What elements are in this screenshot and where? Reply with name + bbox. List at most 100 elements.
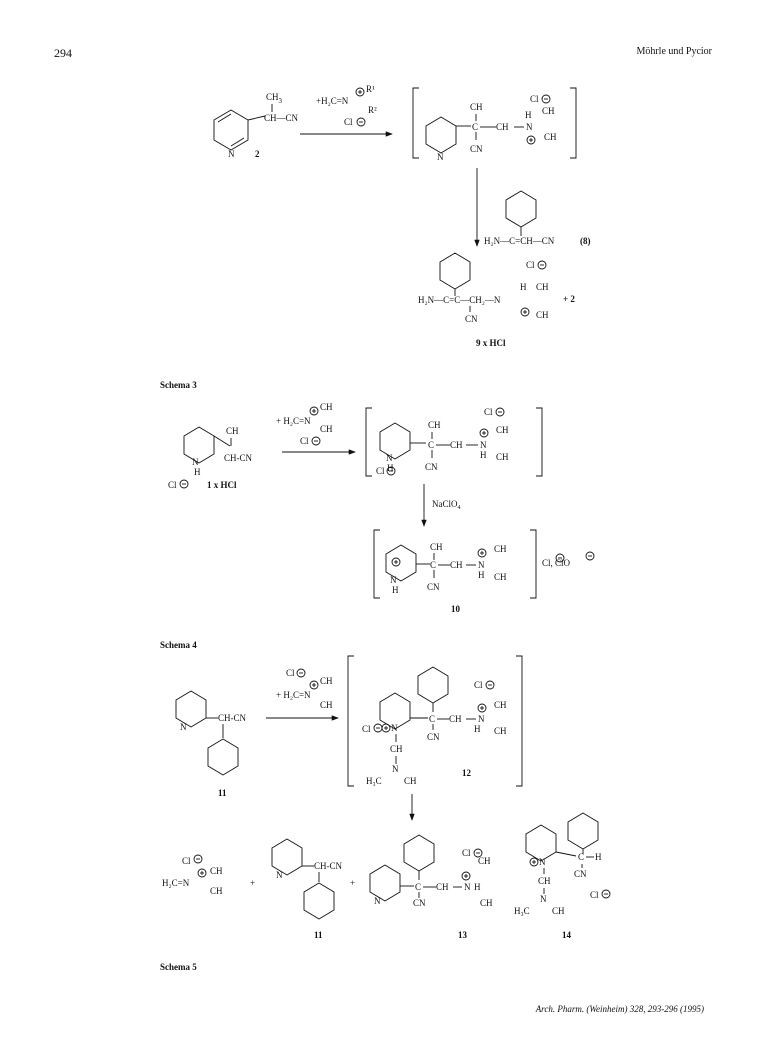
- ch2-label: CH: [449, 714, 462, 724]
- quaternary-c: C: [430, 560, 436, 570]
- methine-c: C: [578, 852, 584, 862]
- ammonium-n: N: [478, 560, 485, 570]
- page-number: 294: [54, 46, 72, 60]
- h3c-label: H₃C: [366, 776, 382, 786]
- ch2-label: CH: [496, 122, 509, 132]
- chloride-label: Cl: [484, 407, 493, 417]
- compound-13-label: 13: [458, 930, 468, 940]
- compound-14-label: 14: [562, 930, 572, 940]
- ch3-label: CH: [428, 420, 441, 430]
- compound-11-label: 11: [218, 788, 227, 798]
- ch3-label: CH3: [266, 92, 283, 105]
- h-label: H: [480, 450, 487, 460]
- pyridine-n: N: [374, 896, 381, 906]
- ch3-label: CH: [494, 700, 507, 710]
- nh-label: H: [392, 585, 399, 595]
- chloride-label: Cl: [300, 436, 309, 446]
- pyridinium-n: N: [391, 723, 398, 733]
- amine-n: N: [392, 764, 399, 774]
- cn-label: CN: [465, 314, 478, 324]
- reagent-iminium: + H₂C=N: [276, 416, 311, 426]
- ammonium-n: N: [480, 440, 487, 450]
- pyridine-n: N: [437, 152, 444, 162]
- ch3-label: CH: [210, 866, 223, 876]
- ch3-label: CH: [542, 106, 555, 116]
- ch3-label: CH: [226, 426, 239, 436]
- ch3-label: CH: [480, 898, 493, 908]
- h-label: H: [595, 852, 602, 862]
- compound-10-label: 10: [451, 604, 461, 614]
- chloride-label: Cl: [362, 724, 371, 734]
- ch3-label: CH: [552, 906, 565, 916]
- ch3-label: CH: [320, 700, 333, 710]
- nh-label: H: [194, 467, 201, 477]
- ch-cn-label: CH-CN: [314, 861, 343, 871]
- schema-4-intermediate: Cl CH C CH N CH H CH CN N H Cl: [365, 407, 543, 477]
- amine-n: N: [540, 894, 547, 904]
- cn-label: CN: [427, 582, 440, 592]
- ch-cn-label: CH—CN: [264, 113, 299, 123]
- ch3-label: CH: [494, 544, 507, 554]
- ch3-label: CH: [494, 572, 507, 582]
- h-label: H: [474, 882, 481, 892]
- pyridine-n: N: [228, 149, 235, 159]
- pyridine-n: N: [180, 722, 187, 732]
- compound-9-label: 9 x HCl: [476, 338, 506, 348]
- ch3-label: CH: [494, 726, 507, 736]
- schema-4-product-10: CH C CH N CH H CH CN N H Cl, ClO 10: [373, 529, 595, 614]
- quaternary-c: C: [472, 122, 478, 132]
- ch3-label: CH: [536, 282, 549, 292]
- plus-sign: +: [350, 878, 355, 888]
- schema-5-intermediate-12: C CH N CH H CH CN Cl Cl N CH N H₃C CH 12: [347, 655, 523, 787]
- ch2-label: CH: [436, 882, 449, 892]
- plus-sign: +: [250, 878, 255, 888]
- naclo4-label: NaClO4: [432, 499, 461, 511]
- quaternary-c: C: [429, 714, 435, 724]
- quaternary-c: C: [415, 882, 421, 892]
- chloride-label: Cl: [182, 856, 191, 866]
- schema-3-reactant-2: CH3 CH—CN N 2: [213, 92, 299, 159]
- pyridine-n: N: [390, 575, 397, 585]
- schema-5-reagent: Cl + H₂C=N CH CH: [266, 668, 339, 721]
- schema-4-reactant-1: CH CH-CN N H Cl 1 x HCl: [168, 426, 253, 490]
- chloride-label: Cl: [462, 848, 471, 858]
- nh-label: H: [387, 463, 394, 473]
- pyridinium-n: N: [539, 857, 546, 867]
- schema-4-naclo4-step: NaClO4: [421, 484, 461, 527]
- h-label: H: [474, 724, 481, 734]
- chloride-label: Cl: [590, 890, 599, 900]
- schema-4-reagent: + H₂C=N CH CH Cl: [276, 402, 356, 455]
- pyridine-n: N: [192, 457, 199, 467]
- reagent-iminium: + H₂C=N: [276, 690, 311, 700]
- h3c-label: H₃C: [514, 906, 530, 916]
- r1-label: R¹: [366, 84, 375, 94]
- ch-cn-label: CH-CN: [218, 713, 247, 723]
- ch2-label: CH: [538, 876, 551, 886]
- cn-label: CN: [425, 462, 438, 472]
- cn-label: CN: [470, 144, 483, 154]
- compound-12-label: 12: [462, 768, 472, 778]
- compound-8-label: (8): [580, 236, 591, 246]
- ch3-label: CH: [320, 424, 333, 434]
- ch3-label: CH: [496, 425, 509, 435]
- ammonium-n: N: [526, 122, 533, 132]
- compound-2-label: 2: [255, 149, 260, 159]
- ch3-label: CH: [320, 402, 333, 412]
- pyridine-n: N: [386, 453, 393, 463]
- schema-5-products: Cl H₂C=N CH CH + CH-CN N 11 + C CH N H C…: [162, 812, 611, 940]
- ch2-label: CH: [450, 560, 463, 570]
- ch3-label: CH: [470, 102, 483, 112]
- ch3-label: CH: [496, 452, 509, 462]
- ch3-label: CH: [478, 856, 491, 866]
- cn-label: CN: [413, 898, 426, 908]
- chloride-label: Cl: [530, 94, 539, 104]
- ch3-label: CH: [544, 132, 557, 142]
- chloride-label: Cl: [344, 117, 353, 127]
- ammonium-n: N: [478, 714, 485, 724]
- pyridine-n: N: [276, 870, 283, 880]
- chloride-label: Cl: [168, 480, 177, 490]
- schema-3-reagent: +H₂C=N R¹ R² Cl: [300, 84, 393, 137]
- schema-3-intermediate: Cl CH C CH N H CH CH CN N: [412, 87, 577, 162]
- reagent-iminium: +H₂C=N: [316, 96, 349, 106]
- chloride-label: Cl: [474, 680, 483, 690]
